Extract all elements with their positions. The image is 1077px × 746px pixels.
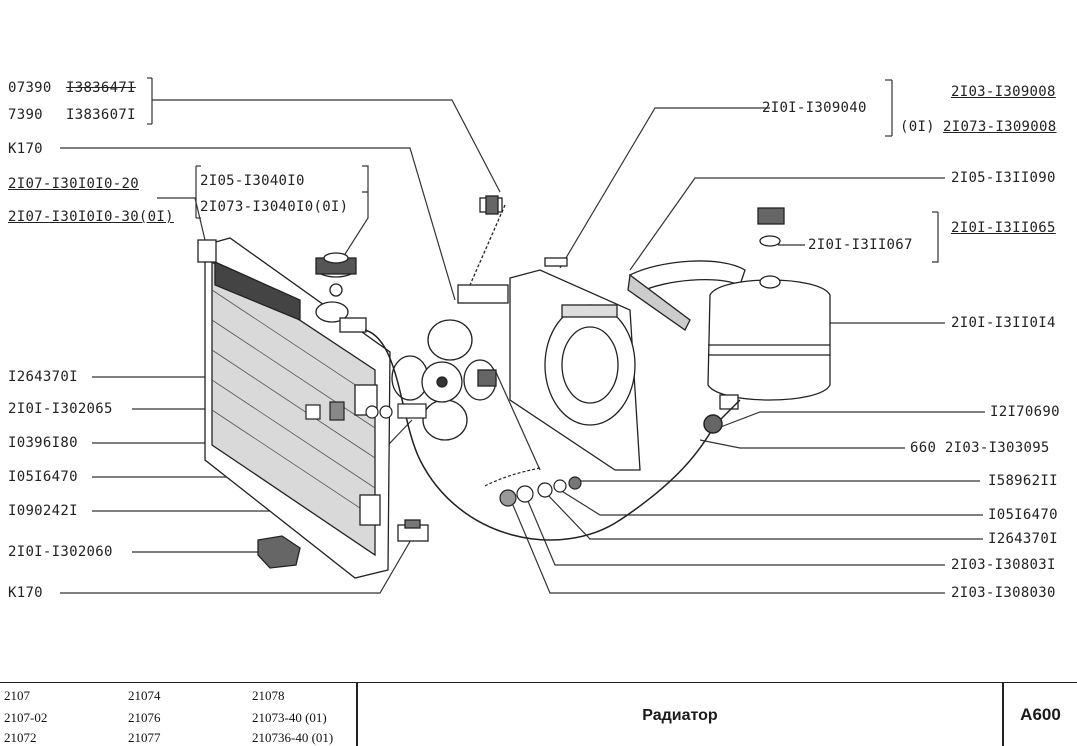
label-p3: I0396I80 xyxy=(8,435,78,451)
label-tank: 2I0I-I3II0I4 xyxy=(951,315,1056,331)
leader-capset xyxy=(932,212,939,263)
model-r3c3: 210736-40 (01) xyxy=(252,730,334,745)
label-hose-2: 660 2I03-I303095 xyxy=(910,440,1050,456)
label-radiator-20: 2I07-I30I0I0-20 xyxy=(8,176,139,192)
label-n2: I05I6470 xyxy=(988,507,1058,523)
label-p4: I05I6470 xyxy=(8,469,78,485)
label-n4: 2I03-I30803I xyxy=(951,557,1056,573)
label-k170-bottom: K170 xyxy=(8,585,43,601)
label-washer: 2I0I-I3II067 xyxy=(808,237,913,253)
model-r2c3: 21073-40 (01) xyxy=(252,710,327,725)
leader-fan xyxy=(60,147,456,301)
label-1383647: I383647I xyxy=(66,80,136,96)
leader-radiator xyxy=(157,197,206,241)
radiator-cap xyxy=(315,252,357,297)
footer: 2107 21074 21078 2107-02 21076 21073-40 … xyxy=(0,682,1077,746)
leader-n4 xyxy=(524,493,945,566)
label-n5: 2I03-I308030 xyxy=(951,585,1056,601)
parts-diagram: 07390 I383647I 7390 I383607I K170 2I07-I… xyxy=(8,77,1060,601)
label-strap: 2I05-I3II090 xyxy=(951,170,1056,186)
expansion-tank xyxy=(707,275,831,410)
model-r3c2: 21077 xyxy=(128,730,161,745)
label-top-2-prefix: (0I) xyxy=(900,119,935,135)
label-p2: 2I0I-I302065 xyxy=(8,401,113,417)
label-cap-2: 2I073-I3040I0(0I) xyxy=(200,199,349,215)
label-07390: 07390 xyxy=(8,80,52,96)
sensor xyxy=(397,519,429,542)
model-r3c1: 21072 xyxy=(4,730,37,745)
small-parts xyxy=(305,401,582,507)
label-n1: I58962II xyxy=(988,473,1058,489)
label-n3: I264370I xyxy=(988,531,1058,547)
label-top-1: 2I03-I309008 xyxy=(951,84,1056,100)
label-1383607: I383607I xyxy=(66,107,136,123)
leader-strap xyxy=(629,177,945,271)
leader-cap xyxy=(339,191,369,263)
model-r2c1: 2107-02 xyxy=(4,710,48,725)
fan-shroud xyxy=(457,257,641,471)
bolt xyxy=(469,195,506,286)
leader-n5 xyxy=(509,497,945,594)
leader-hose1 xyxy=(717,411,985,429)
tank-strap xyxy=(627,260,746,331)
label-p5: I090242I xyxy=(8,503,78,519)
label-radiator-30: 2I07-I30I0I0-30(0I) xyxy=(8,209,174,225)
label-hose-1: I2I70690 xyxy=(990,404,1060,420)
leader-bolt xyxy=(152,99,501,193)
label-cap-1: 2I05-I3040I0 xyxy=(200,173,305,189)
fan xyxy=(391,319,497,441)
model-r2c2: 21076 xyxy=(128,710,161,725)
tank-cap xyxy=(757,207,785,247)
leader-n3 xyxy=(544,491,983,540)
label-k170-top: K170 xyxy=(8,141,43,157)
label-shroud: 2I0I-I309040 xyxy=(762,100,867,116)
label-7390: 7390 xyxy=(8,107,43,123)
leader-k170-bot xyxy=(60,537,413,594)
hoses xyxy=(364,329,741,541)
leader-shroud xyxy=(559,107,770,269)
lower-bracket xyxy=(257,535,301,569)
label-p1: I264370I xyxy=(8,369,78,385)
leader-n2 xyxy=(559,489,983,516)
leader-hose2 xyxy=(699,439,905,449)
radiator xyxy=(197,237,391,579)
footer-divider-1 xyxy=(356,683,358,746)
model-r1c3: 21078 xyxy=(252,688,285,703)
figure-title: Радиатор xyxy=(642,707,718,724)
footer-divider-2 xyxy=(1002,683,1004,746)
label-capset: 2I0I-I3II065 xyxy=(951,220,1056,236)
model-r1c2: 21074 xyxy=(128,688,161,703)
radiator-exploded-view xyxy=(60,77,985,594)
label-top-2: 2I073-I309008 xyxy=(943,119,1057,135)
leader-arrow-fan xyxy=(494,369,541,471)
label-p6: 2I0I-I302060 xyxy=(8,544,113,560)
figure-code: A600 xyxy=(1020,705,1061,724)
model-r1c1: 2107 xyxy=(4,688,30,703)
